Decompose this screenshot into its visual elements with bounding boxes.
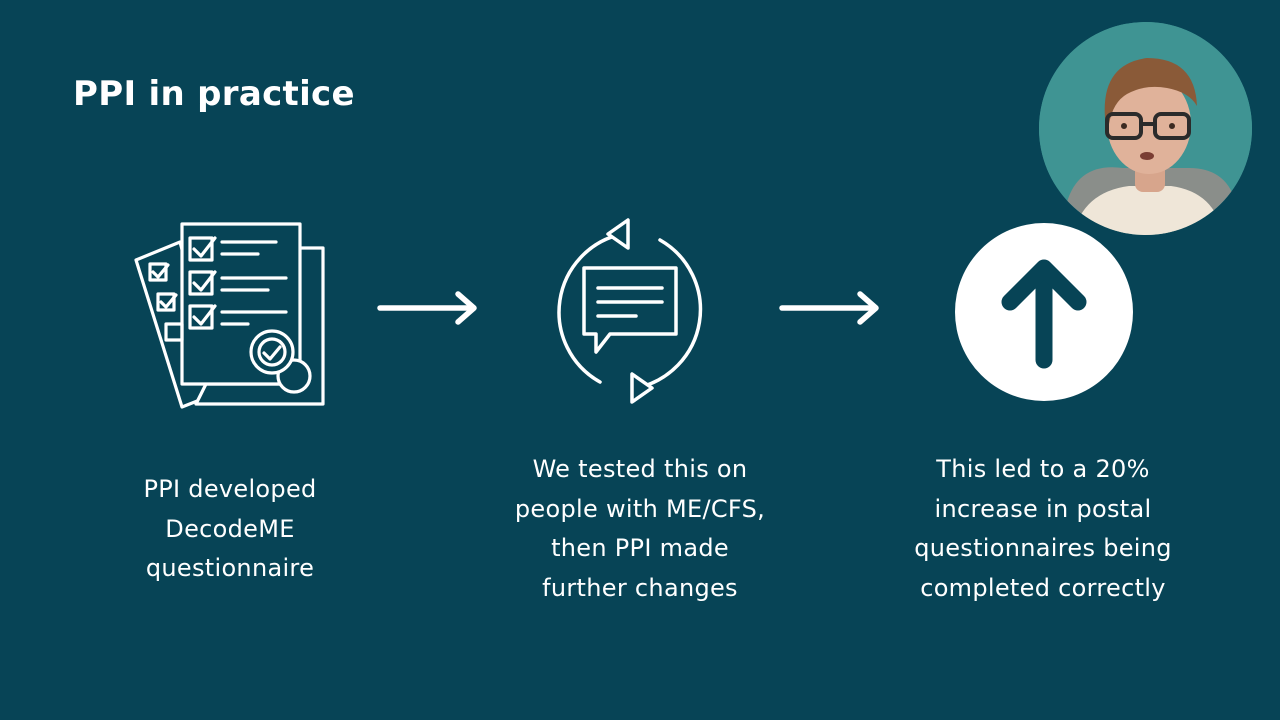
step-1-caption: PPI developed DecodeME questionnaire	[110, 470, 350, 589]
presenter-image	[1039, 22, 1252, 235]
caption-line: further changes	[542, 573, 738, 602]
caption-line: increase in postal	[934, 494, 1152, 523]
questionnaire-documents-icon	[134, 222, 325, 409]
caption-line: completed correctly	[920, 573, 1166, 602]
slide-title: PPI in practice	[73, 74, 355, 114]
caption-line: This led to a 20%	[936, 455, 1150, 483]
caption-line: questionnaires being	[914, 534, 1172, 562]
step-2-caption: We tested this on people with ME/CFS, th…	[490, 450, 790, 608]
caption-line: DecodeME	[165, 514, 295, 543]
caption-line: We tested this on	[532, 455, 748, 483]
presenter-video[interactable]	[1039, 22, 1252, 235]
caption-line: people with ME/CFS,	[514, 494, 766, 523]
caption-line: then PPI made	[551, 534, 729, 562]
right-arrow-icon	[377, 291, 477, 325]
right-arrow-icon	[779, 291, 879, 325]
caption-line: PPI developed	[143, 475, 317, 503]
caption-line: questionnaire	[145, 554, 315, 582]
step-3-caption: This led to a 20% increase in postal que…	[890, 450, 1196, 608]
up-arrow-circle-icon	[955, 223, 1133, 401]
feedback-cycle-icon	[557, 218, 703, 404]
